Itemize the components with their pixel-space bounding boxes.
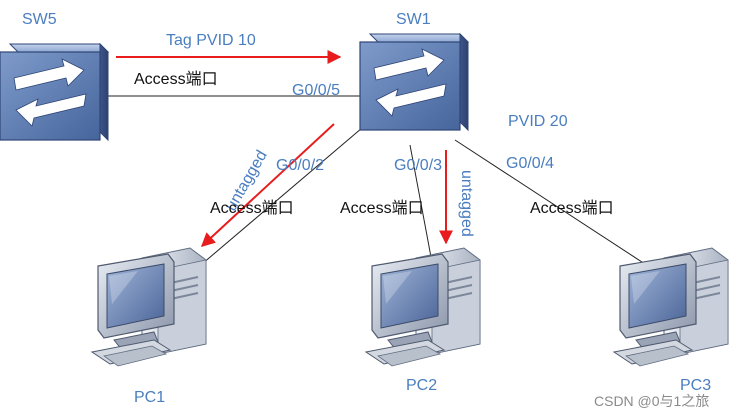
pc3-access-port-label: Access端口 bbox=[530, 199, 614, 217]
pc3-label: PC3 bbox=[680, 377, 711, 394]
sw5-switch-icon[interactable] bbox=[0, 43, 109, 141]
tag-pvid-label: Tag PVID 10 bbox=[166, 32, 256, 49]
pc1-computer-icon[interactable] bbox=[91, 247, 207, 367]
port-g004-label: G0/0/4 bbox=[506, 155, 554, 172]
pvid20-label: PVID 20 bbox=[508, 113, 568, 130]
link-sw1-pc2 bbox=[409, 144, 432, 258]
sw1-label: SW1 bbox=[396, 11, 431, 28]
sw5-access-port-label: Access端口 bbox=[134, 70, 218, 88]
links bbox=[104, 95, 646, 265]
pc2-access-port-label: Access端口 bbox=[340, 199, 424, 217]
pc2-computer-icon[interactable] bbox=[365, 247, 481, 367]
pc1-access-port-label: Access端口 bbox=[210, 199, 294, 217]
port-g003-label: G0/0/3 bbox=[394, 157, 442, 174]
arrow-untagged-pc1 bbox=[200, 123, 335, 247]
sw1-switch-icon[interactable] bbox=[359, 33, 469, 131]
port-g002-label: G0/0/2 bbox=[276, 157, 324, 174]
pc3-computer-icon[interactable] bbox=[613, 247, 729, 367]
watermark: CSDN @0与1之旅 bbox=[594, 393, 709, 409]
port-g005-label: G0/0/5 bbox=[292, 82, 340, 99]
sw5-label: SW5 bbox=[22, 11, 57, 28]
flow-arrows bbox=[116, 50, 453, 247]
pc2-label: PC2 bbox=[406, 377, 437, 394]
pc1-label: PC1 bbox=[134, 389, 165, 406]
untagged-pc2-label: untagged bbox=[458, 170, 475, 237]
link-sw1-pc3 bbox=[454, 139, 646, 265]
link-sw1-pc1 bbox=[201, 127, 363, 265]
